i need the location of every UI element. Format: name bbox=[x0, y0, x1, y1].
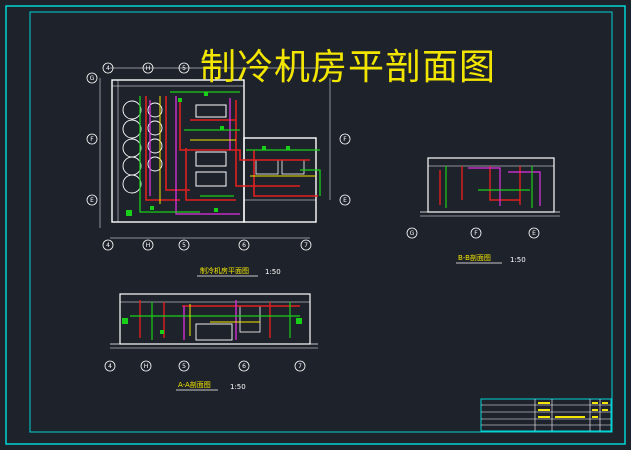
plan-col-5-top: 5 bbox=[182, 65, 186, 72]
plan-col-h-top: H bbox=[146, 65, 151, 72]
drawing-title: 制冷机房平剖面图 bbox=[200, 47, 497, 88]
section-b-col-e: E bbox=[532, 230, 536, 237]
section-b-view: G F E bbox=[406, 157, 560, 264]
plan-row-e: E bbox=[90, 197, 94, 204]
section-a-col-h: H bbox=[144, 363, 149, 370]
plan-col-h: H bbox=[146, 242, 151, 249]
plan-col-7: 7 bbox=[304, 242, 308, 249]
section-a-col-4: 4 bbox=[108, 363, 112, 370]
plan-col-5: 5 bbox=[182, 242, 186, 249]
plan-row-f: F bbox=[90, 136, 94, 143]
section-a-col-7: 7 bbox=[298, 363, 302, 370]
section-b-col-f: F bbox=[474, 230, 478, 237]
section-b-col-g: G bbox=[410, 230, 415, 237]
sheet-outer-border bbox=[5, 5, 626, 445]
section-a-col-6: 6 bbox=[242, 363, 246, 370]
section-a-scale: 1:50 bbox=[230, 383, 246, 391]
plan-col-6: 6 bbox=[242, 242, 246, 249]
section-b-caption: B-B剖面图 bbox=[458, 254, 491, 262]
plan-scale: 1:50 bbox=[265, 268, 281, 276]
plan-col-4-top: 4 bbox=[106, 65, 110, 72]
title-block bbox=[480, 398, 612, 432]
plan-row-f-right: F bbox=[343, 136, 347, 143]
section-a-view: 4 H 5 6 7 bbox=[104, 293, 318, 391]
plan-row-g: G bbox=[90, 75, 95, 82]
section-b-scale: 1:50 bbox=[510, 256, 526, 264]
section-a-caption: A-A剖面图 bbox=[178, 381, 211, 389]
sheet-inner-border bbox=[29, 11, 613, 433]
section-a-col-5: 5 bbox=[182, 363, 186, 370]
plan-view: G F E F E 4 H 5 4 H 5 6 7 bbox=[86, 62, 351, 277]
plan-col-4: 4 bbox=[106, 242, 110, 249]
plan-row-e-right: E bbox=[343, 197, 347, 204]
plan-caption: 制冷机房平面图 bbox=[200, 267, 249, 275]
